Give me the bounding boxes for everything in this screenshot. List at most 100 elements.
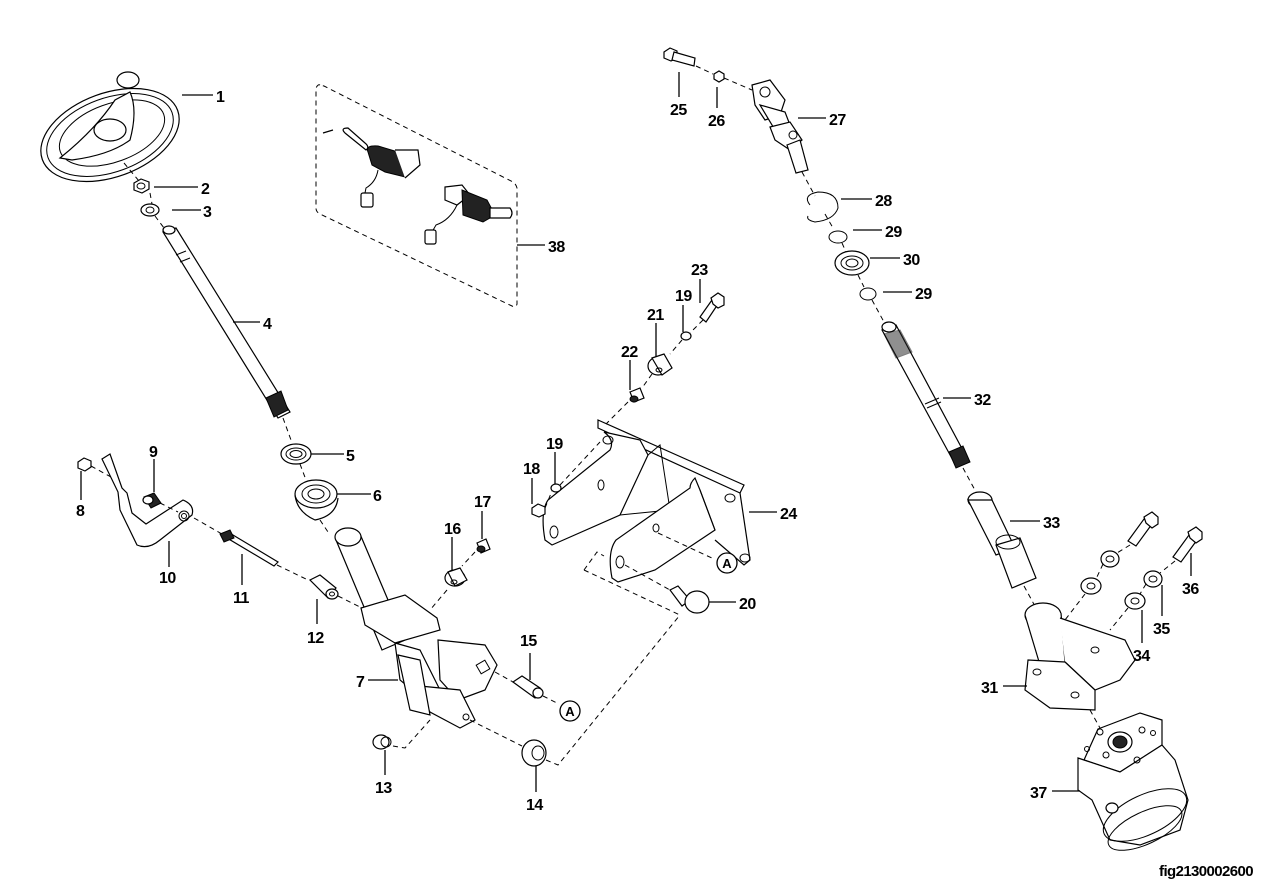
washer-part-19-upper[interactable] bbox=[680, 331, 692, 341]
callout-29-upper: 29 bbox=[853, 224, 903, 241]
universal-joint-part-27[interactable] bbox=[751, 79, 809, 174]
callout-3: 3 bbox=[172, 204, 213, 221]
bushing-part-13[interactable] bbox=[372, 734, 392, 750]
svg-text:29: 29 bbox=[915, 286, 932, 303]
spacer-part-9[interactable] bbox=[142, 492, 162, 509]
svg-text:19: 19 bbox=[546, 436, 563, 453]
svg-text:14: 14 bbox=[526, 797, 543, 814]
spacer-part-17[interactable] bbox=[476, 538, 491, 554]
callout-4: 4 bbox=[233, 316, 273, 333]
svg-text:32: 32 bbox=[974, 392, 991, 409]
callout-25: 25 bbox=[670, 72, 688, 119]
callout-31: 31 bbox=[981, 680, 1027, 697]
washer-part-19-lower[interactable] bbox=[550, 483, 562, 493]
callout-33: 33 bbox=[1010, 515, 1061, 532]
callout-8: 8 bbox=[76, 471, 86, 520]
snap-ring-part-28[interactable] bbox=[806, 191, 839, 223]
nut-part-2[interactable] bbox=[133, 178, 150, 194]
svg-text:6: 6 bbox=[373, 488, 382, 505]
support-housing-part-31[interactable] bbox=[1024, 602, 1136, 711]
reference-mark-a-lower: A bbox=[559, 700, 581, 722]
lock-washer-part-35[interactable] bbox=[1100, 550, 1163, 588]
circlip-part-29-upper[interactable] bbox=[828, 230, 848, 244]
svg-text:34: 34 bbox=[1133, 648, 1150, 665]
svg-text:22: 22 bbox=[621, 344, 638, 361]
bolt-part-36[interactable] bbox=[1127, 511, 1203, 563]
svg-text:12: 12 bbox=[307, 630, 324, 647]
rubber-damper-part-21[interactable] bbox=[647, 353, 673, 376]
bolt-part-25[interactable] bbox=[663, 47, 696, 67]
mounting-bracket-part-24[interactable] bbox=[542, 419, 751, 583]
steering-column-part-7[interactable] bbox=[334, 527, 498, 729]
nut-part-8[interactable] bbox=[77, 457, 92, 472]
callout-16: 16 bbox=[444, 521, 462, 570]
svg-text:7: 7 bbox=[356, 674, 365, 691]
callout-15: 15 bbox=[520, 633, 538, 680]
svg-text:10: 10 bbox=[159, 570, 176, 587]
bolt-part-23[interactable] bbox=[699, 292, 725, 323]
callout-1: 1 bbox=[182, 89, 226, 106]
svg-text:31: 31 bbox=[981, 680, 998, 697]
spacer-part-22[interactable] bbox=[629, 387, 645, 403]
svg-text:27: 27 bbox=[829, 112, 846, 129]
spacer-part-12[interactable] bbox=[308, 574, 339, 600]
callout-26: 26 bbox=[708, 87, 726, 130]
callout-35: 35 bbox=[1153, 585, 1171, 638]
svg-text:2: 2 bbox=[201, 181, 210, 198]
washer-part-3[interactable] bbox=[140, 203, 160, 217]
callout-29-lower: 29 bbox=[883, 286, 933, 303]
svg-text:17: 17 bbox=[474, 494, 491, 511]
svg-text:21: 21 bbox=[647, 307, 664, 324]
callout-36: 36 bbox=[1182, 553, 1200, 598]
flanged-bushing-part-14[interactable] bbox=[521, 739, 547, 767]
steering-unit-part-37[interactable] bbox=[1077, 712, 1194, 859]
svg-text:26: 26 bbox=[708, 113, 725, 130]
tilt-lever-part-10[interactable] bbox=[101, 453, 194, 548]
callout-19-upper: 19 bbox=[675, 288, 693, 332]
callout-19-lower: 19 bbox=[546, 436, 564, 484]
svg-text:5: 5 bbox=[346, 448, 355, 465]
callout-2: 2 bbox=[154, 181, 211, 198]
bolt-part-20[interactable] bbox=[669, 585, 710, 614]
nut-part-18[interactable] bbox=[531, 503, 546, 518]
bushing-part-6[interactable] bbox=[294, 479, 339, 521]
lower-shaft-part-32[interactable] bbox=[881, 321, 971, 469]
washer-part-34[interactable] bbox=[1080, 577, 1146, 610]
bearing-part-30[interactable] bbox=[834, 250, 870, 276]
svg-text:4: 4 bbox=[263, 316, 272, 333]
svg-text:8: 8 bbox=[76, 503, 85, 520]
figure-id-label: fig2130002600 bbox=[1159, 863, 1254, 880]
callout-20: 20 bbox=[709, 596, 757, 613]
svg-text:24: 24 bbox=[780, 506, 797, 523]
svg-text:19: 19 bbox=[675, 288, 692, 305]
svg-text:A: A bbox=[722, 556, 732, 571]
callout-6: 6 bbox=[337, 488, 383, 505]
svg-text:15: 15 bbox=[520, 633, 537, 650]
bearing-part-5[interactable] bbox=[280, 443, 312, 465]
steering-wheel[interactable] bbox=[28, 71, 192, 199]
callout-37: 37 bbox=[1030, 785, 1080, 802]
svg-text:16: 16 bbox=[444, 521, 461, 538]
circlip-part-29-lower[interactable] bbox=[859, 287, 877, 301]
svg-text:28: 28 bbox=[875, 193, 892, 210]
svg-text:37: 37 bbox=[1030, 785, 1047, 802]
callout-24: 24 bbox=[749, 506, 798, 523]
bolt-part-11[interactable] bbox=[219, 529, 279, 567]
rubber-damper-part-16[interactable] bbox=[444, 567, 468, 587]
nut-part-26[interactable] bbox=[713, 70, 725, 83]
svg-text:38: 38 bbox=[548, 239, 565, 256]
combination-switch-kit-part-38[interactable] bbox=[315, 84, 518, 308]
svg-text:25: 25 bbox=[670, 102, 687, 119]
svg-text:36: 36 bbox=[1182, 581, 1199, 598]
callout-23: 23 bbox=[691, 262, 709, 303]
sleeve-part-33[interactable] bbox=[967, 491, 1037, 589]
callout-5: 5 bbox=[311, 448, 356, 465]
callout-7: 7 bbox=[356, 674, 398, 691]
callout-32: 32 bbox=[943, 392, 992, 409]
steering-shaft-part-4[interactable] bbox=[162, 225, 291, 419]
callout-18: 18 bbox=[523, 461, 541, 504]
callout-38: 38 bbox=[517, 239, 566, 256]
pivot-pin-part-15[interactable] bbox=[511, 675, 544, 699]
svg-text:30: 30 bbox=[903, 252, 920, 269]
